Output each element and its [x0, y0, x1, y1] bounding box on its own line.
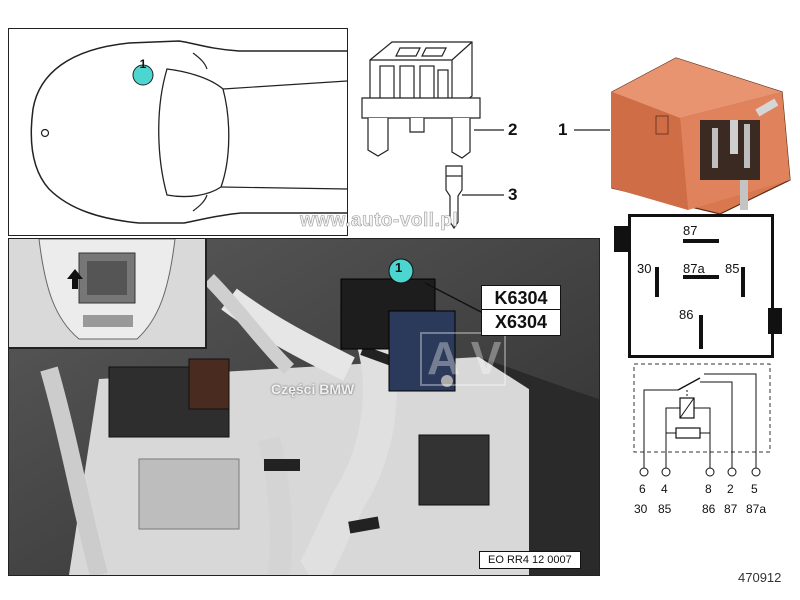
relay-body	[611, 57, 791, 215]
pin-face-key-left	[614, 226, 628, 252]
schematic-pin-3-terminal: 86	[702, 502, 716, 516]
location-arrow-icon	[67, 269, 83, 289]
relay-holder-drawing	[361, 41, 481, 159]
relay-pin-face: 87 30 87a 85 86	[628, 214, 774, 358]
terminal-drawing	[445, 165, 463, 230]
relay-holder-callout: 2	[508, 120, 518, 139]
car-location-panel: 1	[8, 28, 348, 236]
pin-85-label: 85	[725, 261, 740, 276]
relay-id-label: K6304	[481, 285, 561, 312]
schematic-pin-2-number: 4	[661, 482, 668, 496]
pin-87-label: 87	[683, 223, 698, 238]
photo-location-marker	[388, 258, 414, 284]
schematic-pin-1-terminal: 30	[634, 502, 648, 516]
engine-bay-inset	[9, 239, 207, 349]
plug-id-label: X6304	[481, 309, 561, 336]
photo-watermark: Części BMW	[271, 381, 355, 397]
schematic-pin-2-terminal: 85	[658, 502, 672, 516]
pin-86-label: 86	[679, 307, 694, 322]
pin-30-label: 30	[637, 261, 652, 276]
car-location-marker	[132, 64, 154, 86]
logo-watermark: AV	[427, 332, 516, 384]
engine-bay-inset-drawing	[38, 239, 176, 340]
relay-pin-face-drawing	[655, 239, 745, 349]
terminal-callout: 3	[508, 185, 518, 204]
car-location-marker-label: 1	[139, 57, 147, 71]
relay-schematic: 6 4 8 2 5 30 85 86 87 87a	[628, 360, 776, 520]
relay-schematic-drawing	[633, 363, 771, 477]
schematic-pin-4-number: 2	[727, 482, 734, 496]
pin-face-key-right	[768, 308, 782, 334]
schematic-pin-3-number: 8	[705, 482, 712, 496]
pin-87a-label: 87a	[683, 261, 705, 276]
schematic-pin-1-number: 6	[639, 482, 646, 496]
schematic-pin-5-terminal: 87a	[746, 502, 767, 516]
engine-bay-photo: 1 Części BMW AV K6304 X6304 EO RR4 12 00…	[8, 238, 600, 576]
schematic-pin-5-number: 5	[751, 482, 758, 496]
car-outline-drawing	[30, 40, 347, 224]
relay-callout: 1	[558, 120, 568, 139]
photo-location-marker-label: 1	[395, 260, 403, 275]
photo-reference: EO RR4 12 0007	[479, 551, 581, 569]
diagram-number: 470912	[738, 570, 782, 585]
schematic-pin-4-terminal: 87	[724, 502, 738, 516]
